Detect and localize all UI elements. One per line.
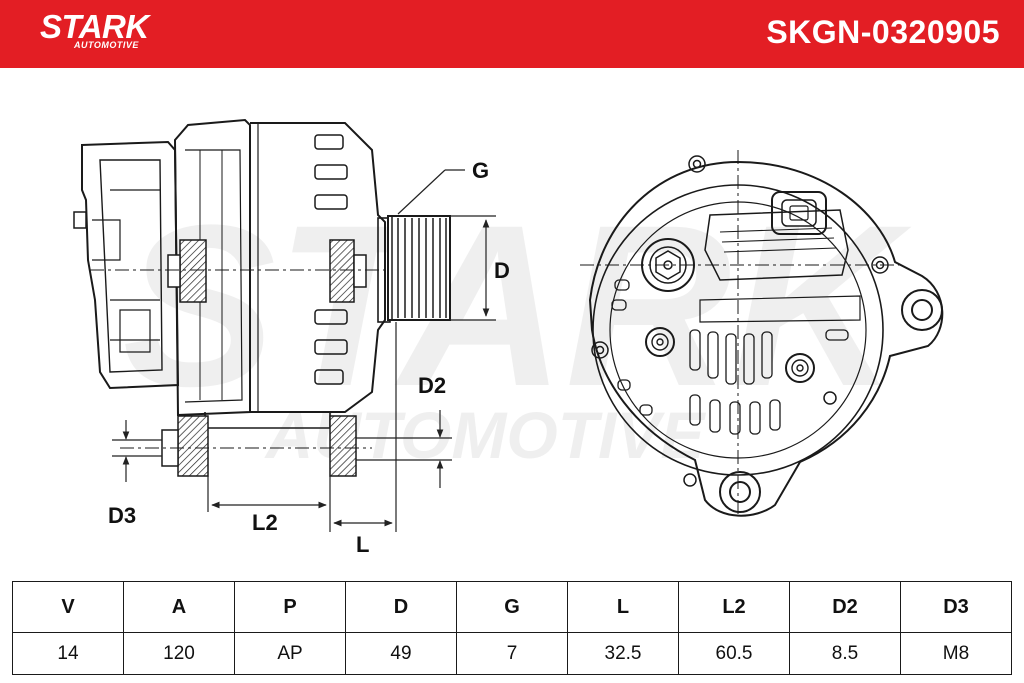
specs-value-cell: 8.5: [789, 632, 901, 675]
brand-logo: STARK AUTOMOTIVE: [40, 8, 149, 51]
specs-header-cell: V: [12, 581, 124, 633]
label-g: G: [472, 158, 489, 183]
end-view: [580, 150, 944, 517]
specs-value-cell: AP: [234, 632, 346, 675]
specs-header-row: V A P D G L L2 D2 D3: [12, 581, 1012, 633]
side-view: [73, 118, 451, 477]
label-d3: D3: [108, 503, 136, 528]
specs-header-cell: D2: [789, 581, 901, 633]
specs-table: V A P D G L L2 D2 D3 14 120 AP 49 7 32.5…: [12, 581, 1012, 675]
brand-subtitle: AUTOMOTIVE: [74, 40, 139, 50]
specs-header-cell: G: [456, 581, 568, 633]
header-bar: STARK AUTOMOTIVE SKGN-0320905: [0, 0, 1024, 68]
specs-value-cell: 7: [456, 632, 568, 675]
label-d2: D2: [418, 373, 446, 398]
watermark-brand: STARK: [122, 177, 912, 434]
specs-value-cell: M8: [900, 632, 1012, 675]
alternator-drawing: STARK AUTOMOTIVE: [73, 118, 944, 557]
specs-value-row: 14 120 AP 49 7 32.5 60.5 8.5 M8: [12, 632, 1012, 675]
part-number: SKGN-0320905: [766, 14, 1000, 50]
dimension-labels: G D D2 D3 L2 L: [108, 158, 510, 557]
specs-header-cell: P: [234, 581, 346, 633]
brand-name: STARK: [40, 8, 149, 45]
specs-value-cell: 32.5: [567, 632, 679, 675]
specs-value-cell: 49: [345, 632, 457, 675]
specs-header-cell: L2: [678, 581, 790, 633]
specs-header-cell: D: [345, 581, 457, 633]
label-l: L: [356, 532, 369, 557]
specs-header-cell: L: [567, 581, 679, 633]
specs-value-cell: 120: [123, 632, 235, 675]
specs-value-cell: 60.5: [678, 632, 790, 675]
label-l2: L2: [252, 510, 278, 535]
dimension-lines: [112, 169, 496, 532]
specs-header-cell: A: [123, 581, 235, 633]
watermark: STARK AUTOMOTIVE: [122, 177, 912, 472]
specs-header-cell: D3: [900, 581, 1012, 633]
specs-value-cell: 14: [12, 632, 124, 675]
label-d: D: [494, 258, 510, 283]
